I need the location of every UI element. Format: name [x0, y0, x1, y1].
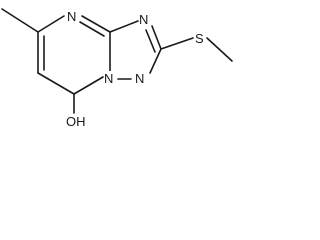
- atom-n-pyrimidine: N: [67, 9, 76, 24]
- molecule-diagram: N N N N S OH: [1, 8, 233, 129]
- bond-n4-c5: [37, 15, 65, 33]
- bond-c8a-n3: [109, 20, 139, 33]
- bond-n3-c2: [151, 25, 162, 50]
- bond-n3-c2-double: [145, 29, 156, 53]
- bonds: [1, 8, 233, 114]
- bond-c6-c7: [37, 72, 75, 95]
- atom-labels: N N N N S OH: [66, 9, 206, 129]
- atom-n-bridgehead: N: [104, 71, 113, 86]
- atom-hydroxyl: OH: [66, 114, 86, 129]
- atom-n-triazole-top: N: [139, 12, 148, 27]
- atom-sulfur: S: [195, 31, 204, 46]
- structure-canvas: N N N N S OH: [0, 0, 234, 138]
- bond-c7-nbridge: [73, 76, 104, 95]
- bond-methyl: [1, 8, 39, 33]
- bond-c8a-n4: [81, 15, 111, 33]
- bond-c8a-n4-double: [79, 21, 105, 37]
- atom-n-triazole-bottom: N: [135, 71, 144, 86]
- bond-c2-s: [160, 37, 194, 50]
- bond-s-methyl: [206, 37, 233, 62]
- bond-c2-n1: [149, 48, 162, 74]
